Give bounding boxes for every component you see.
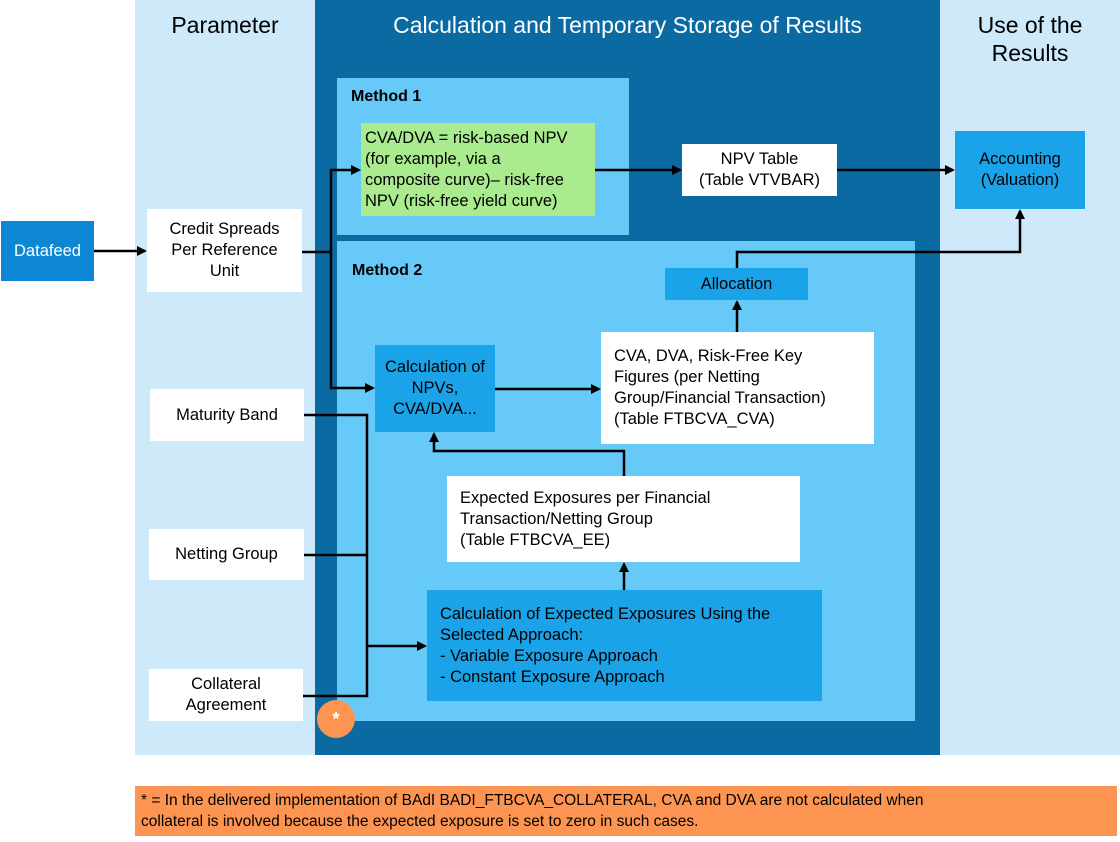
calculation-column-title: Calculation and Temporary Storage of Res… bbox=[393, 12, 862, 38]
asterisk-marker: * bbox=[317, 700, 355, 738]
arrow-allocation-to-accounting bbox=[735, 209, 1025, 268]
use-column-title: Use of the Results bbox=[977, 12, 1083, 66]
accounting-box: Accounting (Valuation) bbox=[955, 131, 1085, 209]
calculation-npvs-box: Calculation of NPVs, CVA/DVA... bbox=[375, 345, 495, 432]
use-column bbox=[940, 0, 1120, 755]
method1-label: Method 1 bbox=[351, 88, 422, 105]
method2-label: Method 2 bbox=[352, 262, 423, 279]
allocation-box: Allocation bbox=[665, 268, 808, 300]
expected-exposures-box: Expected Exposures per Financial Transac… bbox=[447, 476, 800, 562]
key-figures-box: CVA, DVA, Risk-Free Key Figures (per Net… bbox=[601, 332, 874, 444]
calculation-exposures-box: Calculation of Expected Exposures Using … bbox=[427, 590, 822, 701]
arrow-to-method1-formula bbox=[329, 165, 361, 252]
arrow-exposures-to-calc-npvs bbox=[429, 432, 626, 476]
credit-spreads-box: Credit Spreads Per Reference Unit bbox=[147, 209, 302, 292]
datafeed-box: Datafeed bbox=[1, 221, 94, 281]
maturity-band-box: Maturity Band bbox=[150, 389, 304, 441]
arrow-to-method2-calc bbox=[329, 252, 375, 393]
netting-group-box: Netting Group bbox=[149, 529, 304, 580]
parameter-column bbox=[135, 0, 315, 755]
footnote: * = In the delivered implementation of B… bbox=[135, 786, 1117, 836]
cva-dva-formula-box: CVA/DVA = risk-based NPV (for example, v… bbox=[361, 123, 595, 216]
npv-table-box: NPV Table (Table VTVBAR) bbox=[682, 144, 837, 196]
collateral-agreement-box: Collateral Agreement bbox=[149, 669, 303, 721]
parameter-column-title: Parameter bbox=[171, 12, 279, 38]
